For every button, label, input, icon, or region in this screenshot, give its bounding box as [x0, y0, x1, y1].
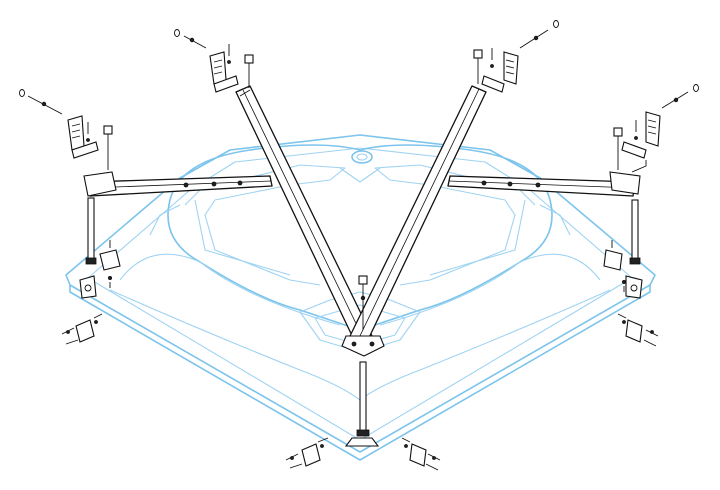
cross-beam-right [447, 175, 636, 197]
diagonal-beam-left [235, 85, 373, 345]
tub-basin-top [167, 144, 553, 331]
floor-clip-left [61, 313, 103, 345]
tub-skirt-right-lower [359, 289, 611, 401]
rim-block-left [99, 240, 121, 288]
support-legs [85, 197, 641, 447]
tub-side-left [149, 204, 181, 236]
diagonal-beam-right [349, 85, 487, 345]
beam-end-plate-right [609, 171, 641, 195]
wall-bracket-right [621, 84, 699, 173]
leg-right [629, 199, 641, 265]
tub-front-pocket-inner [314, 304, 406, 346]
junction-plate [341, 335, 385, 357]
floor-clip-right [617, 313, 659, 347]
leg-left [85, 197, 97, 265]
floor-clip-bottom-left [285, 437, 329, 469]
tub-skirt-left-curve [119, 253, 341, 326]
bolt-center [358, 275, 368, 330]
beam-end-plate-left [83, 171, 117, 197]
bolt-right-end [613, 127, 623, 170]
bolt-left-end [103, 125, 113, 170]
tub-skirt-right-curve [379, 253, 601, 326]
tub-rim-front-edge [69, 285, 651, 461]
rim-block-right [603, 240, 627, 292]
tub-back-notch [339, 167, 381, 183]
foot-right [625, 275, 643, 299]
bolt-top-right-diag [473, 49, 483, 84]
wall-bracket-top-right [481, 20, 559, 93]
foot-left [79, 275, 97, 299]
wall-bracket-top-left [174, 29, 239, 93]
bolt-top-left-diag [244, 54, 254, 88]
tub-skirt-left-lower [109, 289, 361, 401]
tub-basin-right-2 [429, 199, 526, 276]
wall-bracket-left [19, 89, 99, 159]
cross-beam [83, 171, 641, 197]
floor-clip-bottom-right [401, 437, 441, 471]
tub-basin-left-2 [194, 199, 291, 276]
leg-front [344, 361, 380, 447]
tub-drain [351, 150, 373, 164]
tub-side-right [539, 204, 571, 236]
